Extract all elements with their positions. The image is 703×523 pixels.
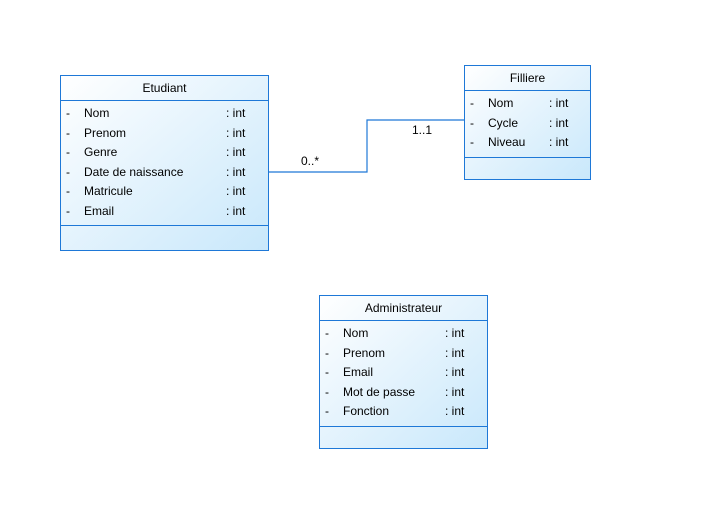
visibility-marker: -: [470, 115, 474, 130]
attribute-type: : int: [445, 384, 465, 399]
class-administrateur[interactable]: Administrateur -Nom: int -Prenom: int -E…: [319, 295, 488, 449]
visibility-marker: -: [66, 106, 70, 120]
attribute-type: : int: [445, 326, 465, 340]
attribute-row: -Prenom : int: [61, 124, 268, 144]
visibility-marker: -: [66, 164, 70, 179]
attribute-type: : int: [549, 115, 569, 130]
attribute-name: Email: [84, 203, 115, 218]
visibility-marker: -: [66, 203, 70, 218]
attribute-row: -Prenom : int: [320, 344, 487, 364]
class-filliere-attributes: -Nom: int -Cycle: int -Niveau: int: [465, 91, 590, 158]
attribute-name: Mot de passe: [343, 384, 416, 399]
visibility-marker: -: [325, 384, 329, 399]
class-etudiant-title: Etudiant: [61, 76, 268, 101]
attribute-name: Nom: [488, 96, 514, 110]
attribute-type: : int: [226, 203, 246, 218]
class-filliere[interactable]: Filliere -Nom: int -Cycle: int -Niveau: …: [464, 65, 591, 180]
attribute-name: Fonction: [343, 404, 390, 418]
visibility-marker: -: [325, 326, 329, 340]
attribute-row: -Email : int: [61, 202, 268, 222]
visibility-marker: -: [66, 145, 70, 159]
class-etudiant[interactable]: Etudiant -Nom: int -Prenom: int -Genre: …: [60, 75, 269, 251]
attribute-type: : int: [226, 184, 246, 198]
attribute-type: : int: [226, 145, 246, 159]
attribute-name: Niveau: [488, 135, 526, 149]
attribute-row: -Nom : int: [465, 94, 590, 114]
attribute-row: -Date de naissance : int: [61, 163, 268, 183]
attribute-name: Prenom: [343, 345, 386, 360]
visibility-marker: -: [325, 404, 329, 418]
attribute-type: : int: [226, 164, 246, 179]
class-filliere-title: Filliere: [465, 66, 590, 91]
attribute-type: : int: [226, 125, 246, 140]
attribute-name: Matricule: [84, 184, 133, 198]
attribute-row: -Nom : int: [320, 324, 487, 344]
multiplicity-filliere: 1..1: [412, 123, 433, 137]
visibility-marker: -: [325, 345, 329, 360]
visibility-marker: -: [325, 365, 329, 379]
attribute-row: -Nom : int: [61, 104, 268, 124]
attribute-type: : int: [445, 404, 465, 418]
attribute-row: -Email : int: [320, 363, 487, 383]
attribute-type: : int: [549, 96, 569, 110]
class-administrateur-title: Administrateur: [320, 296, 487, 321]
attribute-row: -Mot de passe : int: [320, 383, 487, 403]
class-administrateur-attributes: -Nom: int -Prenom: int -Email: int -Mot …: [320, 321, 487, 427]
attribute-name: Email: [343, 365, 374, 379]
attribute-name: Genre: [84, 145, 118, 159]
visibility-marker: -: [66, 125, 70, 140]
visibility-marker: -: [470, 96, 474, 110]
visibility-marker: -: [470, 135, 474, 149]
attribute-name: Prenom: [84, 125, 127, 140]
visibility-marker: -: [66, 184, 70, 198]
attribute-type: : int: [549, 135, 569, 149]
attribute-type: : int: [445, 365, 465, 379]
class-etudiant-attributes: -Nom: int -Prenom: int -Genre: int -Date…: [61, 101, 268, 226]
attribute-name: Nom: [343, 326, 369, 340]
attribute-row: -Genre : int: [61, 143, 268, 163]
attribute-name: Cycle: [488, 115, 519, 130]
multiplicity-etudiant: 0..*: [301, 154, 320, 168]
attribute-name: Nom: [84, 106, 110, 120]
attribute-row: -Cycle : int: [465, 114, 590, 134]
attribute-row: -Fonction : int: [320, 402, 487, 422]
attribute-type: : int: [445, 345, 465, 360]
attribute-row: -Matricule : int: [61, 182, 268, 202]
attribute-type: : int: [226, 106, 246, 120]
attribute-name: Date de naissance: [84, 164, 184, 179]
attribute-row: -Niveau : int: [465, 133, 590, 153]
